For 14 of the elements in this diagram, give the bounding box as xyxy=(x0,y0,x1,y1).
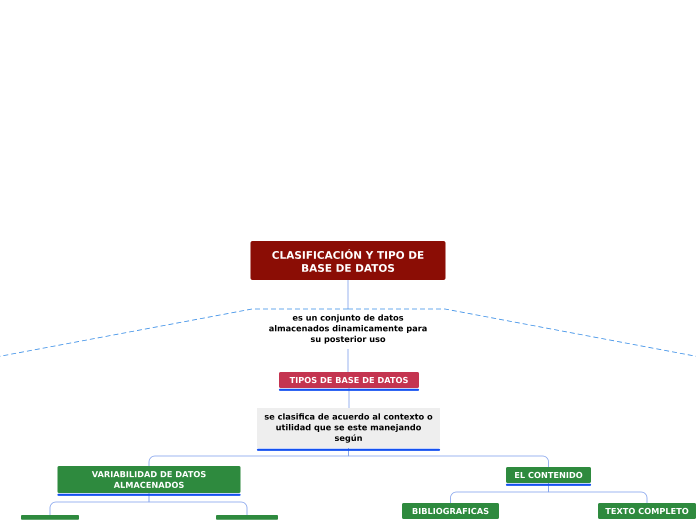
connector-line xyxy=(348,388,350,408)
category-box xyxy=(21,515,79,520)
category-box: VARIABILIDAD DE DATOS ALMACENADOS xyxy=(58,466,240,493)
category-box: BIBLIOGRAFICAS xyxy=(402,503,499,519)
connector-line xyxy=(0,308,348,358)
description-text: es un conjunto de datos almacenados dinamicamente para su posterior uso xyxy=(269,314,427,344)
category-box xyxy=(216,515,278,520)
description-box: se clasifica de acuerdo al contexto o utilidad que se este manejando según xyxy=(257,408,440,448)
connector-line xyxy=(348,448,549,468)
category-box: EL CONTENIDO xyxy=(506,467,591,483)
category-box: TIPOS DE BASE DE DATOS xyxy=(279,372,419,388)
connector-line xyxy=(148,492,248,516)
title-box: CLASIFICACIÓN Y TIPO DE BASE DE DATOS xyxy=(250,241,446,280)
category-box: TEXTO COMPLETO xyxy=(598,503,696,519)
